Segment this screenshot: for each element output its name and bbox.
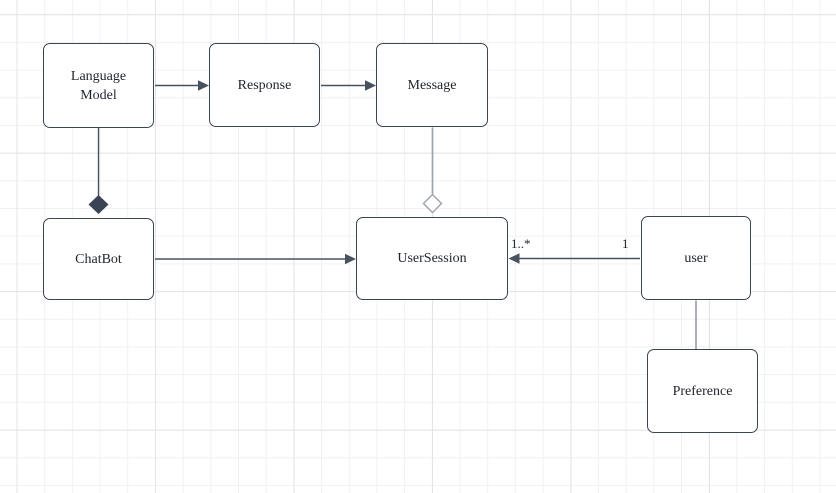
arrowhead-icon bbox=[345, 253, 356, 265]
class-node-preference[interactable]: Preference bbox=[647, 349, 758, 433]
edge-user-usersession bbox=[508, 253, 640, 264]
multiplicity-label-user-end: 1 bbox=[622, 236, 629, 251]
composition-diamond-icon bbox=[88, 195, 109, 214]
node-label: ChatBot bbox=[75, 251, 122, 267]
edge-message-usersession bbox=[422, 127, 443, 214]
node-label: user bbox=[684, 250, 708, 266]
node-label: Message bbox=[407, 77, 457, 93]
class-node-chatbot[interactable]: ChatBot bbox=[43, 218, 154, 300]
edge-languagemodel-chatbot bbox=[88, 128, 109, 214]
class-node-message[interactable]: Message bbox=[376, 43, 488, 127]
class-node-language-model[interactable]: Language Model bbox=[43, 43, 154, 128]
node-label: Language Model bbox=[70, 68, 127, 103]
node-label: Response bbox=[237, 77, 292, 93]
node-label: UserSession bbox=[397, 251, 467, 266]
node-label: Preference bbox=[672, 383, 733, 399]
edge-chatbot-usersession bbox=[155, 253, 356, 265]
arrowhead-icon bbox=[365, 80, 376, 91]
edge-languagemodel-response bbox=[155, 80, 209, 91]
class-node-response[interactable]: Response bbox=[209, 43, 320, 127]
class-node-user-session[interactable]: UserSession bbox=[356, 217, 508, 300]
arrowhead-icon bbox=[198, 80, 209, 91]
class-node-user[interactable]: user bbox=[641, 216, 751, 300]
multiplicity-label-usersession-end: 1..* bbox=[511, 236, 531, 251]
aggregation-diamond-icon bbox=[422, 193, 443, 214]
edge-response-message bbox=[321, 80, 376, 91]
arrowhead-icon bbox=[508, 253, 520, 264]
